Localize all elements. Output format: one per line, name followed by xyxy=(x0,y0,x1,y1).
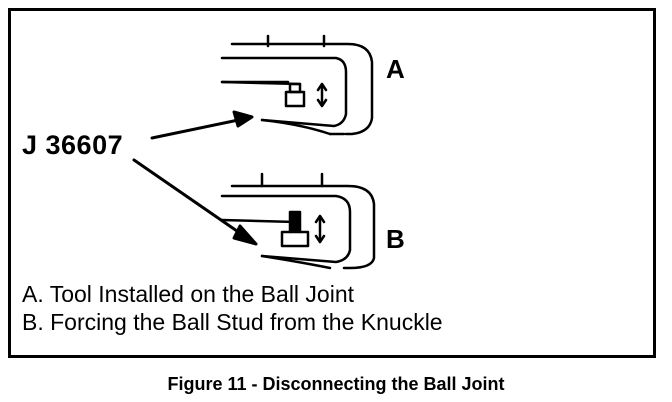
tool-number-label: J 36607 xyxy=(22,130,124,160)
leader-arrows xyxy=(132,110,258,246)
legend-item-a: A. Tool Installed on the Ball Joint xyxy=(22,281,355,307)
view-b-tool-drawing xyxy=(220,172,376,270)
view-a-tool-drawing xyxy=(220,34,374,136)
legend: A. Tool Installed on the Ball Joint B. F… xyxy=(22,280,443,336)
figure-caption: Figure 11 - Disconnecting the Ball Joint xyxy=(167,374,505,394)
figure-frame xyxy=(8,8,656,358)
view-a-label: A xyxy=(386,54,405,84)
legend-item-b: B. Forcing the Ball Stud from the Knuckl… xyxy=(22,309,443,335)
view-b-label: B xyxy=(386,224,405,254)
